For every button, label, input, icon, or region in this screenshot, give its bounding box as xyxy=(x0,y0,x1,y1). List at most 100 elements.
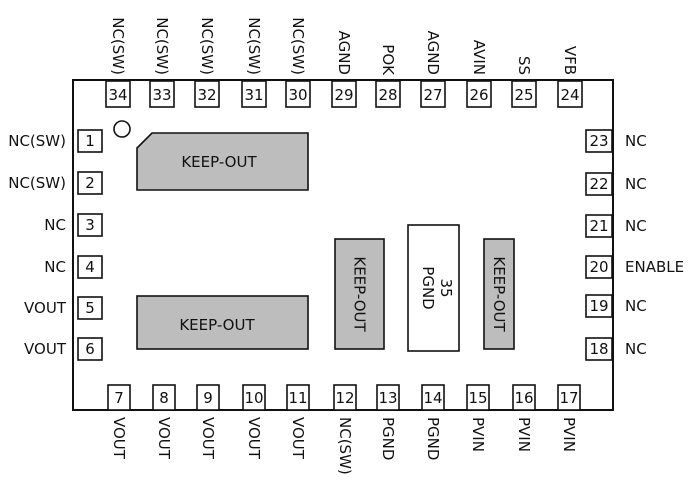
pin-number: 32 xyxy=(197,86,216,104)
pin-label: VOUT xyxy=(110,417,128,460)
pin-number: 25 xyxy=(514,86,533,104)
pin-label: PVIN xyxy=(515,417,533,452)
pin-box xyxy=(149,80,175,108)
pin-label: VOUT xyxy=(245,417,263,460)
pin-label: NC(SW) xyxy=(109,17,127,75)
pin-label: NC xyxy=(625,340,647,358)
pin-label: ENABLE xyxy=(625,258,684,276)
pin-box xyxy=(585,129,613,153)
pin-label: NC(SW) xyxy=(289,17,307,75)
pin-box xyxy=(585,172,613,196)
pin-box xyxy=(285,80,311,108)
pin-label: NC xyxy=(625,217,647,235)
pin-number: 27 xyxy=(423,86,442,104)
pin-label: POK xyxy=(379,44,397,76)
pin1-marker-icon xyxy=(113,120,131,138)
keepout-label: KEEP-OUT xyxy=(179,316,255,334)
pin-number: 16 xyxy=(514,389,533,407)
pin-number: 10 xyxy=(244,389,263,407)
pin-label: NC xyxy=(44,258,66,276)
pin-box xyxy=(77,296,103,320)
pin-box xyxy=(375,80,401,108)
pin-box xyxy=(196,384,220,411)
pin-number: 11 xyxy=(288,389,307,407)
pin-32: 32 NC(SW) xyxy=(194,17,220,108)
pin-29: 29 AGND xyxy=(331,31,357,108)
pin-box xyxy=(242,384,266,411)
pin-label: NC(SW) xyxy=(198,17,216,75)
keepout-center-right: KEEP-OUT xyxy=(483,238,515,350)
pin-box xyxy=(77,129,103,153)
pin-box xyxy=(585,294,613,318)
pin-label: VOUT xyxy=(199,417,217,460)
pin-number: 29 xyxy=(334,86,353,104)
pin-label: NC(SW) xyxy=(245,17,263,75)
pin-number: 21 xyxy=(589,217,608,235)
bottom-pins: 7VOUT8VOUT9VOUT10VOUT11VOUT12NC(SW)13PGN… xyxy=(107,384,581,475)
pin-label: NC(SW) xyxy=(153,17,171,75)
center-pad-number: 35 xyxy=(437,278,455,297)
pin-label: PVIN xyxy=(469,417,487,452)
pin-number: 9 xyxy=(203,389,213,407)
pin-label: VOUT xyxy=(155,417,173,460)
pin-number: 5 xyxy=(85,299,95,317)
keepout-center-left: KEEP-OUT xyxy=(334,238,385,350)
pin-31: 31 NC(SW) xyxy=(241,17,267,108)
pin-label: NC xyxy=(625,297,647,315)
pin-label: AGND xyxy=(335,31,353,75)
keepout-label: KEEP-OUT xyxy=(351,256,369,332)
pin-label: NC xyxy=(625,175,647,193)
pin-2: 2NC(SW) xyxy=(8,171,103,195)
pin-box xyxy=(512,384,536,411)
pin-box xyxy=(420,80,446,108)
pin-label: PGND xyxy=(424,417,442,460)
pin-box xyxy=(421,384,445,411)
top-pins: 24VFB25SS26AVIN27AGND28POK29AGND30NC(SW)… xyxy=(105,17,583,108)
pin-box xyxy=(152,384,176,411)
pin-box xyxy=(241,80,267,108)
pin-number: 28 xyxy=(378,86,397,104)
pin-box xyxy=(77,213,103,237)
pin-label: VFB xyxy=(561,46,579,75)
pin-21: 21 NC xyxy=(585,214,647,238)
pin-number: 7 xyxy=(114,389,124,407)
pin-box xyxy=(105,80,131,108)
pin-3: 3NC xyxy=(44,213,103,237)
keepout-label: KEEP-OUT xyxy=(490,256,508,332)
pin-label: PVIN xyxy=(560,417,578,452)
pin-number: 34 xyxy=(108,86,127,104)
pin-number: 15 xyxy=(468,389,487,407)
pin-number: 13 xyxy=(378,389,397,407)
pin-number: 18 xyxy=(589,340,608,358)
pin-label: NC xyxy=(625,132,647,150)
pin-number: 17 xyxy=(559,389,578,407)
pin-number: 1 xyxy=(85,132,95,150)
pin-number: 12 xyxy=(335,389,354,407)
pin-box xyxy=(585,255,613,279)
pin-number: 31 xyxy=(244,86,263,104)
pin-box xyxy=(107,384,131,411)
keepout-bottom-left: KEEP-OUT xyxy=(136,295,309,350)
pin-box xyxy=(333,384,357,411)
pin-label: NC(SW) xyxy=(8,174,66,192)
pin-1: 1NC(SW) xyxy=(8,129,103,153)
